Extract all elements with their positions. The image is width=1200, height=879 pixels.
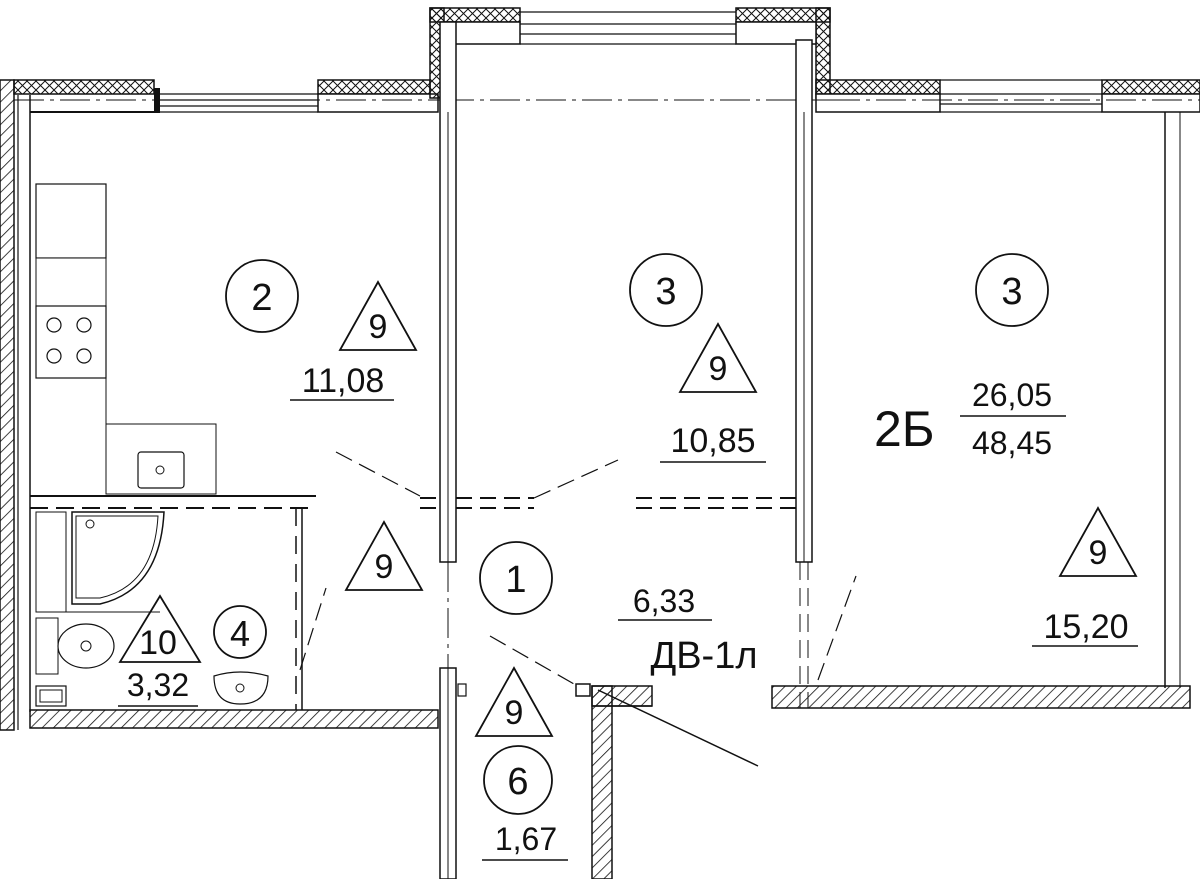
room-bedroom-right: 3 9 15,20 [975,253,1138,647]
bathroom-number: 4 [230,613,250,654]
kitchen-finish: 9 [369,308,388,346]
loggia-finish: 9 [505,694,524,732]
exterior-walls [0,7,1200,731]
total-area: 48,45 [972,425,1052,461]
kitchen-fixtures [35,183,217,495]
apartment-summary: 2Б 26,05 48,45 [874,377,1066,461]
loggia-number: 6 [507,761,528,803]
room-bedroom-mid: 3 9 10,85 [629,253,766,463]
room-bathroom: 10 4 3,32 [118,594,267,707]
hall-area: 6,33 [633,583,695,619]
bedroom-mid-area: 10,85 [670,422,755,460]
room-kitchen: 2 9 11,08 [225,259,418,401]
hall-number: 1 [505,559,526,601]
door-code: ДВ-1л [650,635,757,677]
bathroom-fixtures [35,511,269,707]
room-loggia: 9 6 1,67 [474,666,568,861]
bedroom-right-area: 15,20 [1043,608,1128,646]
living-area: 26,05 [972,377,1052,413]
room-hall: 1 9 6,33 ДВ-1л [344,520,758,677]
loggia-area: 1,67 [495,821,557,857]
kitchen-area: 11,08 [302,362,385,400]
bathroom-finish: 10 [139,624,177,662]
bedroom-right-number: 3 [1001,271,1022,313]
hall-finish-upper: 9 [375,548,394,586]
bottom-walls [29,667,1191,879]
apartment-type-code: 2Б [874,401,935,457]
bedroom-mid-finish: 9 [709,350,728,388]
bedroom-right-finish: 9 [1089,534,1108,572]
interior-partitions [30,21,857,710]
bedroom-mid-number: 3 [655,271,676,313]
bathroom-area: 3,32 [127,667,189,703]
kitchen-number: 2 [251,277,272,319]
